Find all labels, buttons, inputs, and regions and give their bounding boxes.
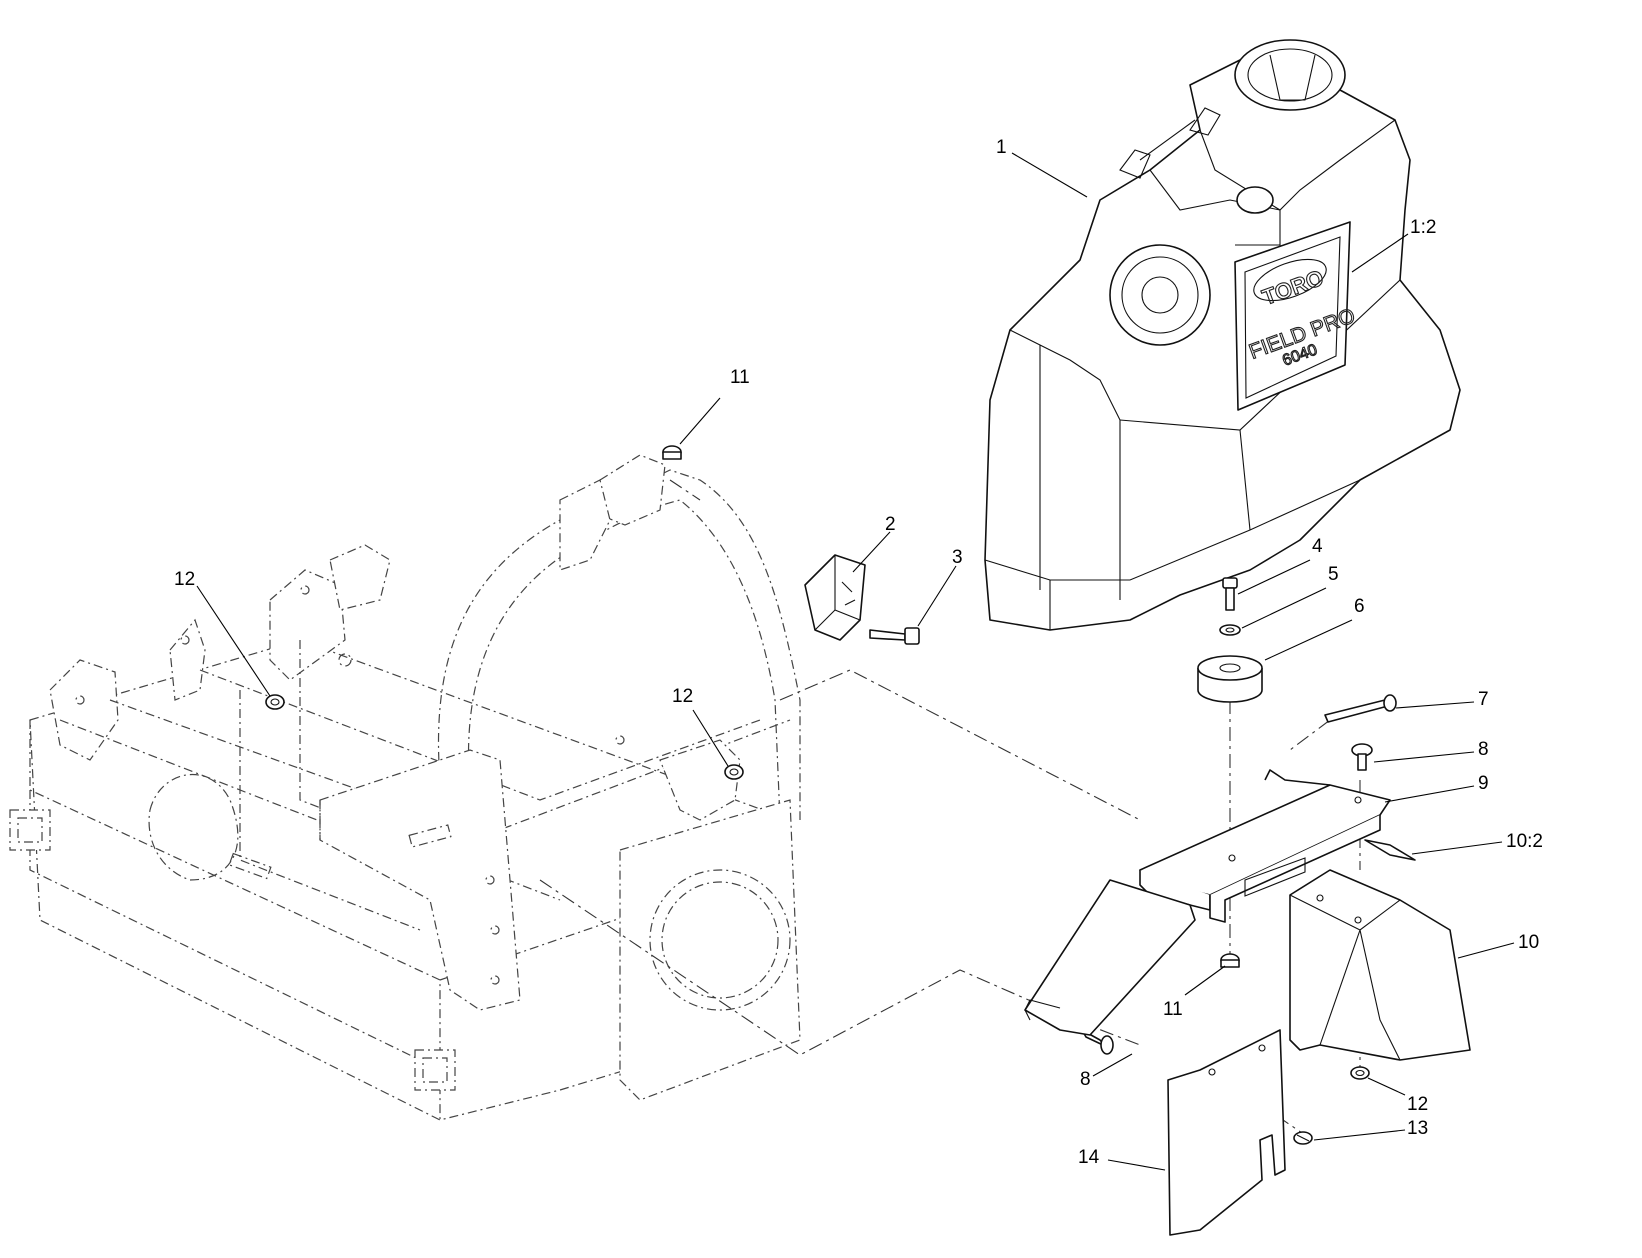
isolator-6 bbox=[1197, 655, 1263, 703]
callout-8-top: 8 bbox=[1478, 739, 1489, 760]
bumper-block bbox=[804, 554, 866, 641]
locknut-12-left bbox=[265, 694, 285, 710]
callout-8-bottom: 8 bbox=[1080, 1069, 1091, 1090]
callout-12-middle: 12 bbox=[672, 686, 693, 707]
callout-13: 13 bbox=[1407, 1118, 1428, 1139]
bolt-3 bbox=[869, 627, 920, 645]
machine-frame bbox=[9, 454, 801, 1121]
callout-7: 7 bbox=[1478, 689, 1489, 710]
callout-4: 4 bbox=[1312, 536, 1323, 557]
bolt-7 bbox=[1324, 694, 1397, 723]
callout-10: 10 bbox=[1518, 932, 1539, 953]
callout-11-top: 11 bbox=[730, 367, 750, 388]
callout-10-2: 10:2 bbox=[1506, 831, 1543, 852]
callout-6: 6 bbox=[1354, 596, 1365, 617]
callout-11-bottom: 11 bbox=[1163, 999, 1183, 1020]
callout-3: 3 bbox=[952, 547, 963, 568]
callout-1-2: 1:2 bbox=[1410, 217, 1436, 238]
hood-assembly: TORO FIELD PRO 6040 bbox=[984, 39, 1461, 631]
callout-12-right: 12 bbox=[1407, 1094, 1428, 1115]
callout-5: 5 bbox=[1328, 564, 1339, 585]
callout-14: 14 bbox=[1078, 1147, 1100, 1168]
locknut-12-right bbox=[1350, 1066, 1370, 1080]
bolt-4 bbox=[1222, 577, 1238, 611]
carriage-bolt-8-top bbox=[1351, 743, 1373, 771]
decal-strip-10-2 bbox=[1364, 839, 1416, 861]
callout-1: 1 bbox=[996, 137, 1007, 158]
plate-14 bbox=[1167, 1029, 1286, 1236]
callout-9: 9 bbox=[1478, 773, 1489, 794]
callout-12-left: 12 bbox=[174, 569, 195, 590]
nut-11-top bbox=[662, 445, 682, 460]
callout-2: 2 bbox=[885, 514, 896, 535]
mount-bracket-9 bbox=[1024, 769, 1391, 1036]
locknut-12-middle bbox=[724, 764, 744, 780]
callout-labels: 1 1:2 2 3 4 5 6 7 8 9 10:2 10 11 11 12 1… bbox=[174, 137, 1543, 1171]
shield-10 bbox=[1289, 869, 1471, 1061]
washer-5 bbox=[1219, 624, 1241, 636]
screw-13 bbox=[1293, 1131, 1313, 1145]
nut-11-bottom bbox=[1220, 953, 1240, 968]
